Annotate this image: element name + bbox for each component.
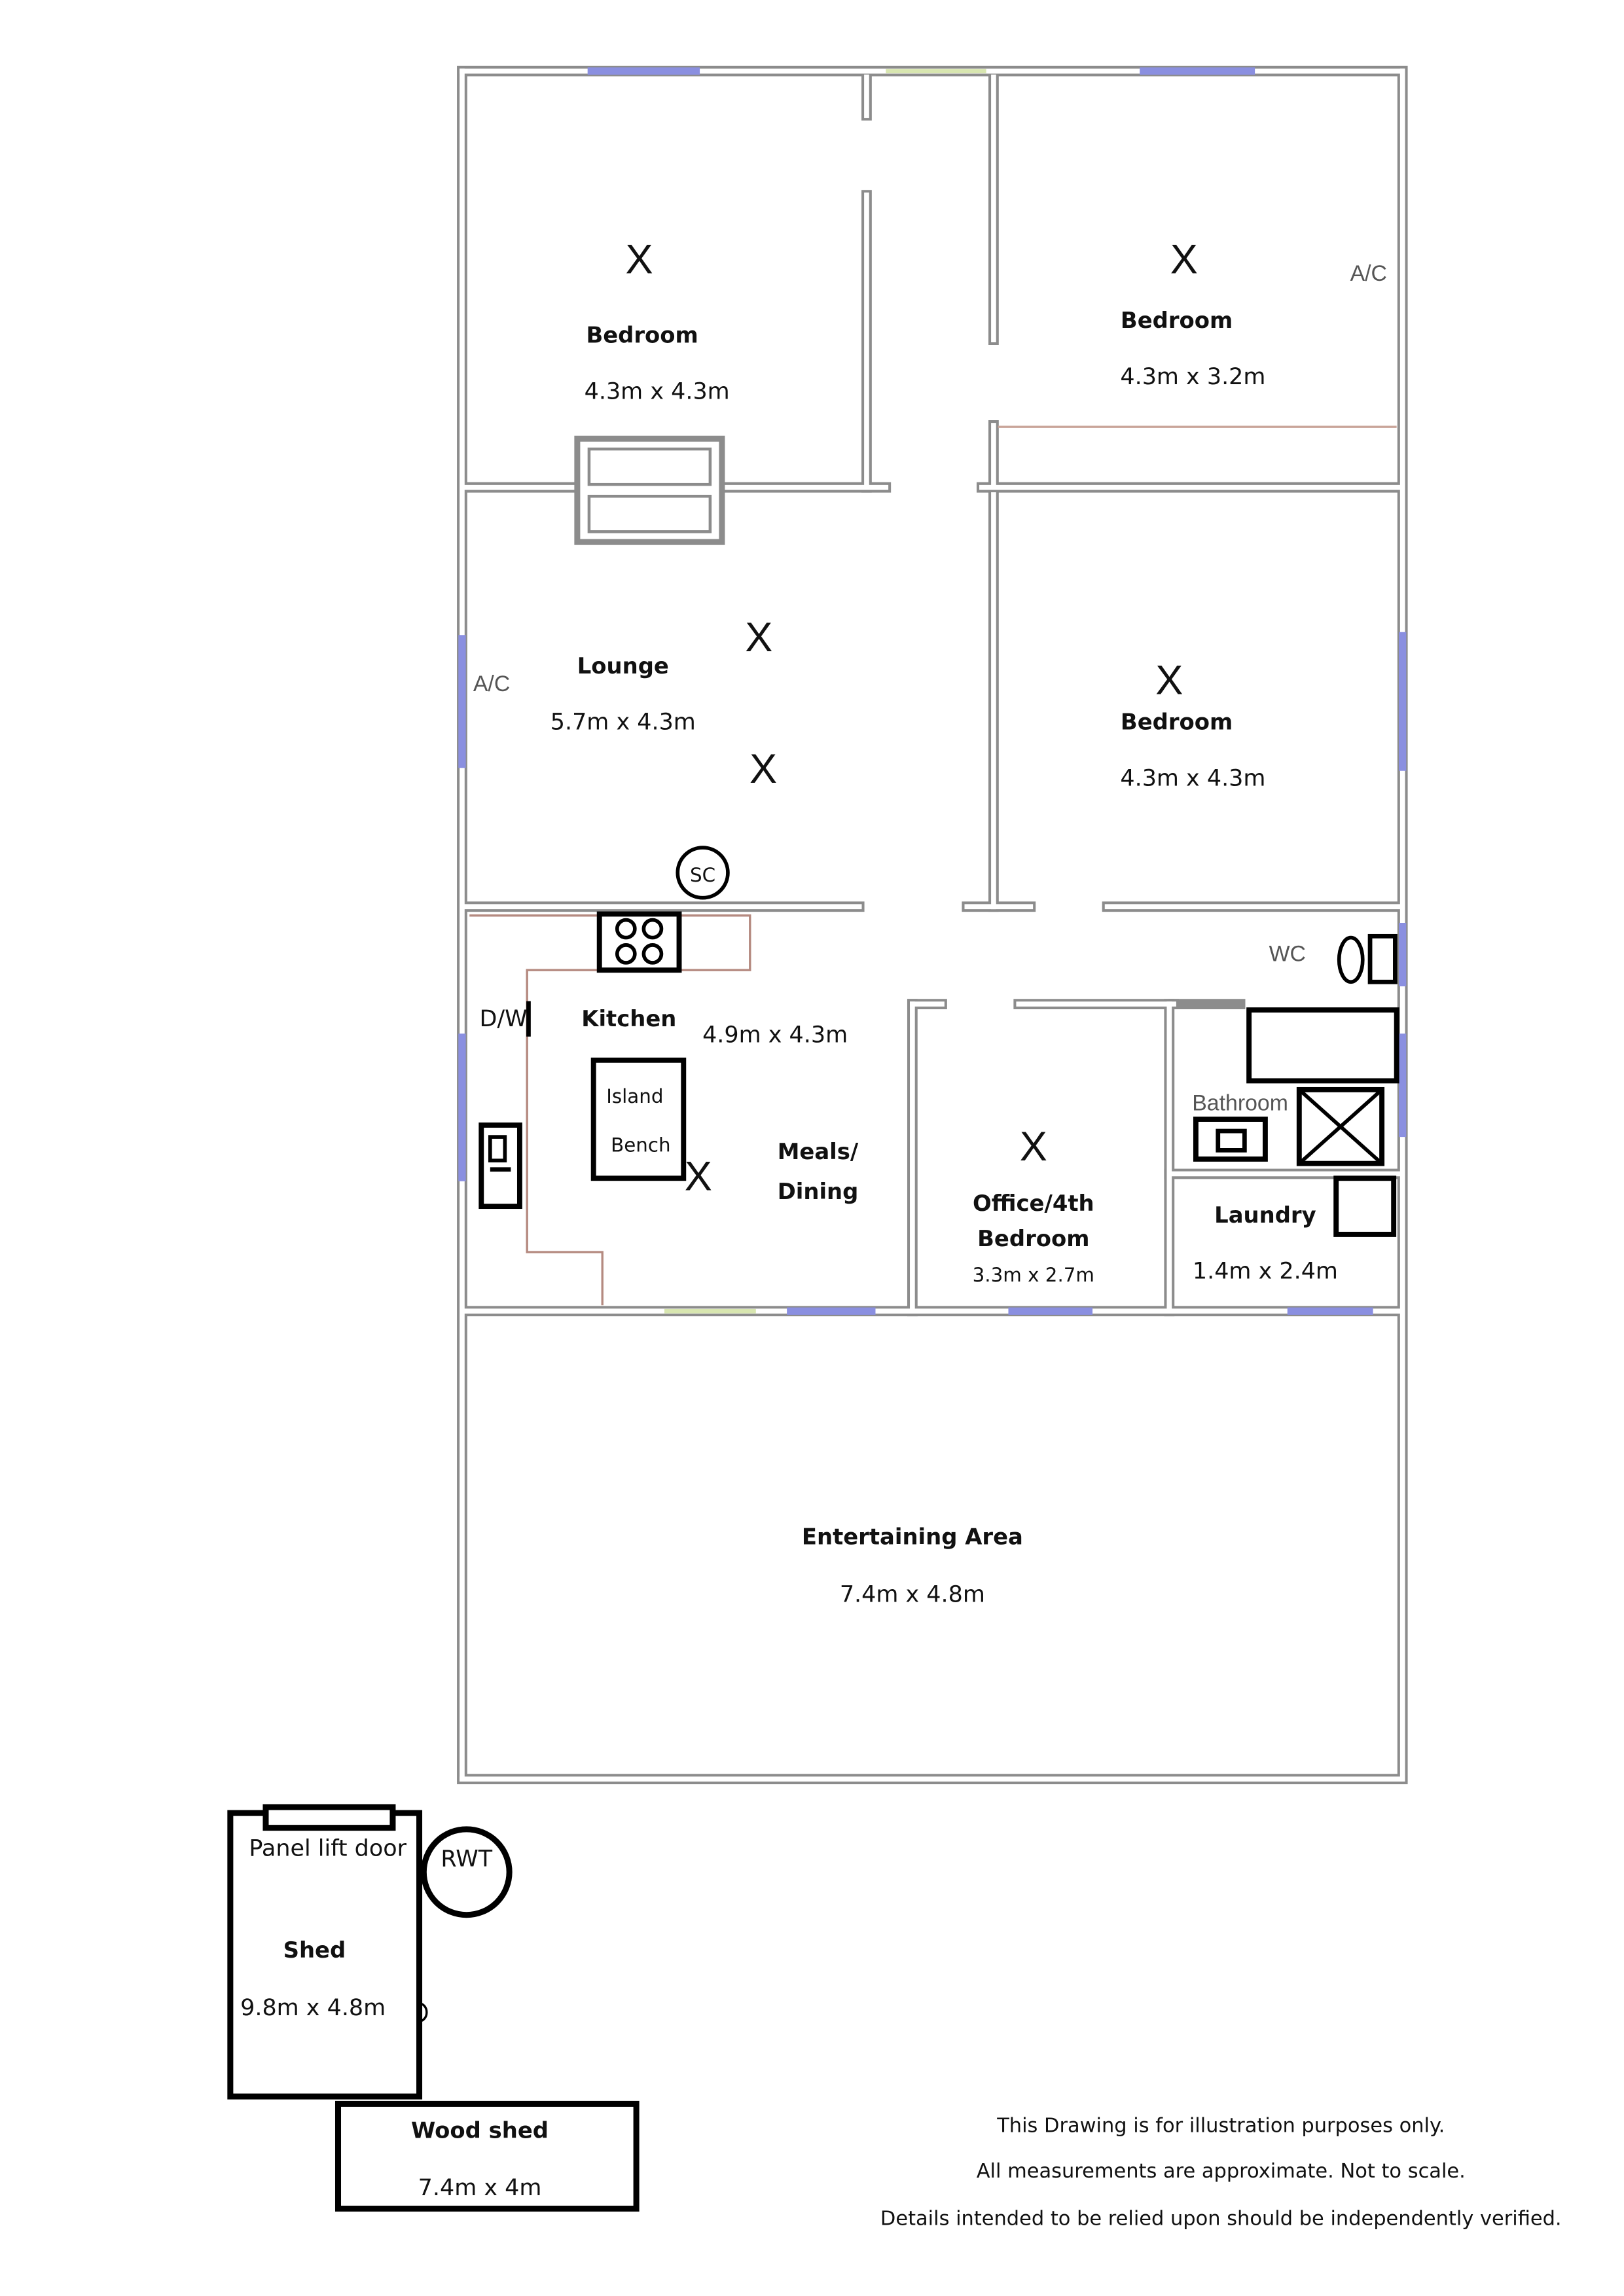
shed-label: Shed	[283, 1937, 346, 1963]
island-label: Island	[606, 1085, 663, 1107]
x-mark: X	[685, 1153, 712, 1199]
kitchen-bench	[469, 914, 751, 1306]
disclaimer-line: Details intended to be relied upon shoul…	[880, 2207, 1562, 2230]
office-label: Office/4th	[973, 1191, 1094, 1216]
room-labels: X Bedroom 4.3m x 4.3m X Bedroom 4.3m x 3…	[473, 237, 1387, 1608]
laundry-dims: 1.4m x 2.4m	[1193, 1259, 1338, 1285]
meals-label: Meals/	[778, 1139, 859, 1164]
sc-label: SC	[690, 864, 715, 886]
wood-shed	[334, 2100, 640, 2212]
x-mark: X	[1020, 1124, 1047, 1170]
bedroom1-label: Bedroom	[586, 323, 698, 348]
bedroom2-dims: 4.3m x 3.2m	[1120, 364, 1265, 390]
office-dims: 3.3m x 2.7m	[973, 1264, 1094, 1286]
wood-shed-label: Wood shed	[411, 2117, 549, 2143]
bench-label: Bench	[611, 1134, 670, 1157]
island-bench	[590, 1057, 687, 1181]
bathtub	[1246, 1007, 1399, 1084]
shed	[227, 1810, 423, 2100]
disclaimer-line: All measurements are approximate. Not to…	[977, 2160, 1466, 2183]
office-bedroom-label: Bedroom	[977, 1226, 1089, 1251]
entertaining-dims: 7.4m x 4.8m	[840, 1582, 985, 1608]
laundry-tub	[1333, 1175, 1397, 1237]
dining-label: Dining	[778, 1179, 859, 1204]
kitchen-dims: 4.9m x 4.3m	[702, 1022, 848, 1049]
bedroom3-label: Bedroom	[1121, 709, 1233, 735]
shed-dims: 9.8m x 4.8m	[240, 1995, 386, 2021]
x-mark: X	[749, 746, 777, 792]
x-mark: X	[1170, 237, 1198, 283]
bedroom3-dims: 4.3m x 4.3m	[1120, 765, 1265, 791]
shower-icon	[1296, 1086, 1385, 1166]
wc-label: WC	[1269, 942, 1306, 967]
fixtures	[478, 435, 1399, 1237]
x-mark: X	[626, 237, 653, 283]
ac-label: A/C	[473, 672, 510, 696]
dishwasher-label: D/W	[480, 1006, 528, 1032]
bathroom-label: Bathroom	[1192, 1090, 1288, 1115]
disclaimer-line: This Drawing is for illustration purpose…	[996, 2114, 1445, 2137]
x-mark: X	[745, 615, 772, 660]
panel-lift-door	[262, 1804, 396, 1831]
ac-label: A/C	[1350, 261, 1387, 286]
lounge-dims: 5.7m x 4.3m	[550, 709, 696, 736]
slow-combustion-heater	[676, 846, 730, 900]
rwt-label: RWT	[441, 1846, 492, 1872]
bedroom1-dims: 4.3m x 4.3m	[585, 378, 730, 404]
kitchen-label: Kitchen	[581, 1006, 676, 1031]
disclaimer: This Drawing is for illustration purpose…	[880, 2114, 1562, 2230]
rainwater-tank	[420, 1826, 513, 1918]
x-mark: X	[1155, 657, 1183, 703]
toilet-icon	[1337, 933, 1398, 984]
windows	[458, 67, 1407, 1315]
outbuildings: Panel lift door Shed 9.8m x 4.8m RWT Woo…	[227, 1804, 640, 2212]
entertaining-label: Entertaining Area	[802, 1524, 1023, 1550]
wardrobe	[574, 435, 725, 545]
fridge-icon	[478, 1122, 522, 1210]
laundry-label: Laundry	[1214, 1202, 1316, 1228]
panel-lift-door-label: Panel lift door	[249, 1835, 406, 1861]
vanity-icon	[1193, 1117, 1268, 1162]
lounge-label: Lounge	[577, 653, 669, 679]
wood-shed-dims: 7.4m x 4m	[418, 2175, 542, 2201]
bedroom2-label: Bedroom	[1121, 308, 1233, 333]
cooktop-icon	[596, 911, 682, 973]
